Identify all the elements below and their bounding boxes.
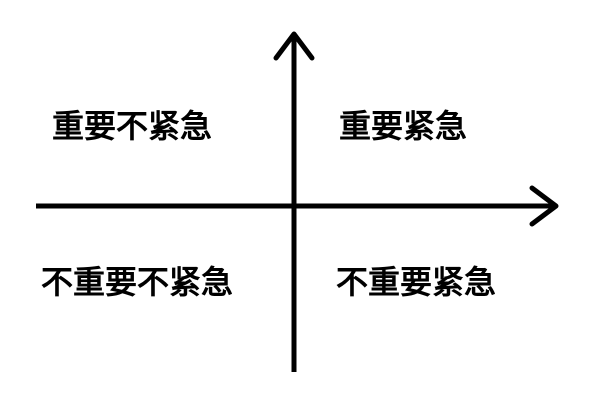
quadrant-not-important-not-urgent: 不重要不紧急 [41, 263, 234, 301]
horizontal-axis-arrowhead [529, 185, 559, 227]
quadrant-important-not-urgent: 重要不紧急 [52, 107, 213, 145]
quadrant-important-urgent: 重要紧急 [339, 107, 468, 145]
vertical-axis-arrowhead [273, 31, 315, 61]
quadrant-not-important-urgent: 不重要紧急 [336, 263, 497, 301]
